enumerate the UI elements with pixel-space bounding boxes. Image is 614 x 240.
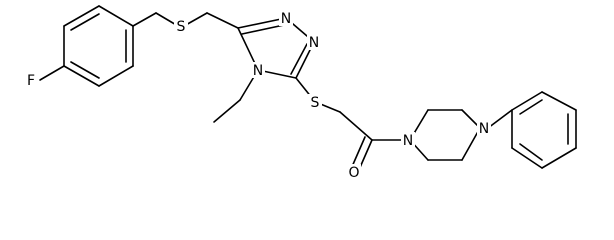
benzyl-bond [132,12,157,27]
atom-fluorine: F [27,73,35,89]
atom-oxygen: O [348,165,359,181]
c-f-bond [39,65,65,81]
carbonyl-double-bond [350,136,366,170]
n-phenyl-bond [487,109,513,129]
structure-diagram: F S S N N N O N N [24,5,577,181]
phenyl-ring [511,91,577,169]
molecule-drawing: F S S N N N O N N [24,5,577,181]
atom-nitrogen-1: N [281,11,291,27]
triazole-ring [237,17,315,79]
atom-piperazine-n4: N [479,121,489,137]
ch2-triazole-bond [206,12,239,29]
atom-sulfur-1: S [177,19,186,35]
ch2-carbonyl-bond [339,111,373,141]
ethyl-bond [213,99,241,123]
atom-piperazine-n1: N [403,133,413,149]
atom-sulfur-2: S [311,95,320,111]
atom-nitrogen-4: N [253,63,263,79]
piperazine-ring [409,109,481,161]
atom-nitrogen-2: N [309,35,319,51]
atom-labels: F S S N N N O N N [24,10,491,181]
fluorophenyl-ring [63,5,134,87]
